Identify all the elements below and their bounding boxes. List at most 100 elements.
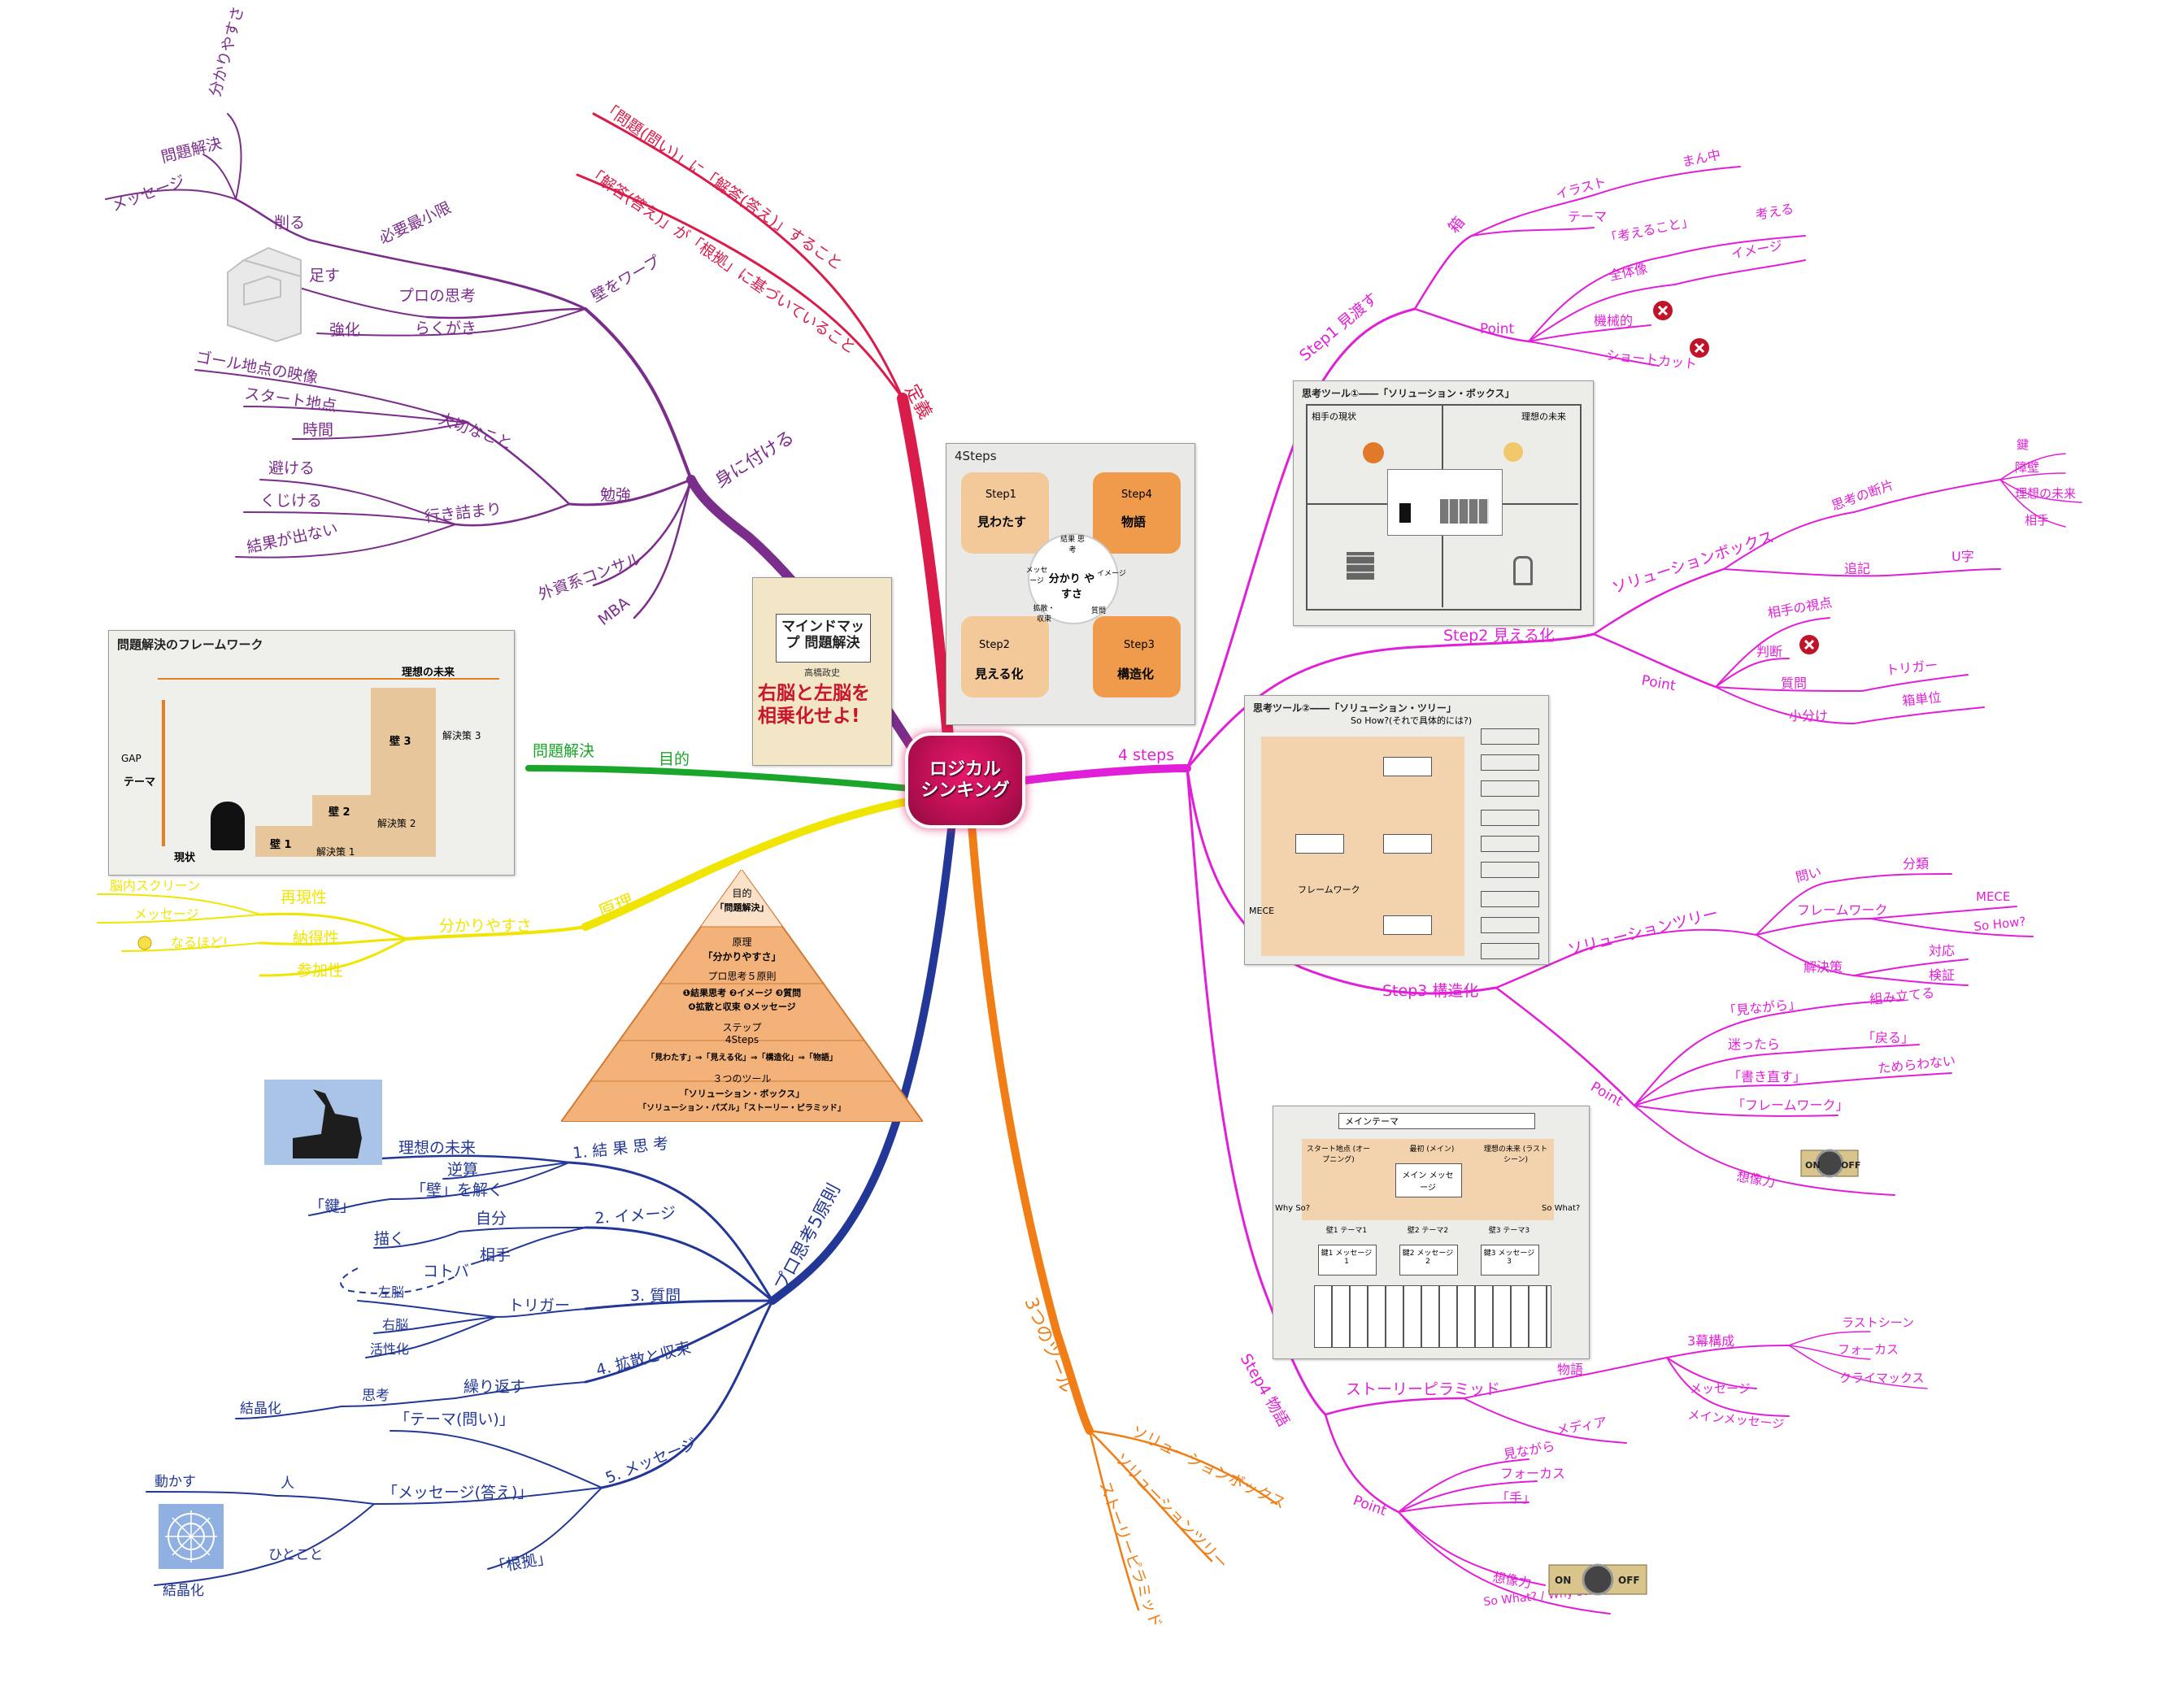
mba-label: MBA: [595, 593, 633, 628]
dashed-connector: [340, 1267, 456, 1294]
sakeru-label: 避ける: [268, 459, 315, 477]
step4-focus: フォーカス: [1838, 1342, 1899, 1357]
step4-p3: 「手」: [1496, 1490, 1535, 1506]
p3a-label: トリガー: [508, 1297, 570, 1315]
p4b-label: 思考: [362, 1388, 389, 1404]
ikizumari-label: 行き詰まり: [424, 500, 503, 526]
step4-media: メディア: [1555, 1414, 1608, 1438]
step4-3act: 3幕構成: [1687, 1333, 1734, 1349]
rakugaki-label: らくがき: [415, 319, 476, 337]
step1-box: 箱: [1445, 214, 1469, 237]
book-cover-image: マインドマップ 問題解決 高橋政史 右脳と左脳を相乗化せよ!: [752, 577, 892, 766]
p2a-label: 自分: [476, 1210, 507, 1228]
step3-p1a: 組み立てる: [1869, 985, 1935, 1007]
statue-icon: [264, 1080, 382, 1165]
step1-p3: 機械的: [1594, 313, 1633, 328]
step2-p3: 質問: [1781, 676, 1807, 691]
step4-story: 物語: [1557, 1362, 1583, 1377]
step3-sohow: So How?: [1973, 914, 2027, 934]
step2-wall: 障壁: [2015, 460, 2039, 475]
p2c-label: 描く: [374, 1230, 405, 1248]
step3-fw: フレームワーク: [1797, 902, 1888, 918]
step2-p3a: トリガー: [1885, 657, 1939, 678]
steps-label: 4 steps: [1118, 746, 1174, 764]
p5a-label: 「テーマ(問い)」: [394, 1410, 515, 1428]
acquire-label: 身に付ける: [711, 428, 798, 493]
branch-three-tools: [968, 821, 1278, 1611]
p3b-label: 左脳: [378, 1284, 404, 1300]
principle-l2: メッセージ: [134, 906, 199, 922]
p5e-label: ひとこと: [268, 1547, 324, 1563]
step3-label: Step3 構造化: [1382, 982, 1478, 1000]
step3-sol-b: 検証: [1929, 967, 1955, 983]
principle-sub: 分かりやすさ: [439, 917, 532, 935]
jikan-label: 時間: [302, 421, 333, 439]
step3-p2: 迷ったら: [1728, 1037, 1780, 1052]
step2-ideal: 理想の未来: [2015, 486, 2076, 501]
step1-p2: 全体像: [1608, 260, 1649, 284]
svg-text:OFF: OFF: [1841, 1160, 1860, 1171]
p2d-label: コトバ: [423, 1263, 469, 1280]
p3-label: 3. 質問: [630, 1287, 681, 1305]
p5b-label: 「メッセージ(答え)」: [382, 1484, 533, 1502]
step3-point: Point: [1588, 1079, 1626, 1110]
on-off-toggle-icon: ON OFF: [1548, 1563, 1647, 1596]
four-steps-image: 4Steps Step1 見わたす Step4 物語 Step2 見える化 St…: [946, 443, 1195, 725]
step2-p1: 相手の視点: [1766, 594, 1833, 621]
step2-box: ソリューションボックス: [1610, 528, 1777, 598]
definition-a: 「問題(問い)」に「解答(答え)」すること: [598, 98, 846, 273]
step2-append: 追記: [1844, 561, 1870, 576]
step2-point: Point: [1640, 672, 1677, 694]
start-label: スタート地点: [243, 385, 337, 415]
step3-p1: 「見ながら」: [1722, 996, 1801, 1019]
step3-p3: 「書き直す」: [1728, 1069, 1806, 1084]
step2-partner: 相手: [2025, 513, 2049, 528]
purpose-label: 目的: [659, 750, 690, 768]
book-title: マインドマップ 問題解決: [781, 619, 864, 651]
step4-climax: クライマックス: [1839, 1371, 1925, 1385]
goal-label: ゴール地点の映像: [194, 348, 320, 387]
step1-point: Point: [1480, 321, 1515, 337]
p4a-label: 繰り返す: [463, 1378, 525, 1396]
purpose-sub: 問題解決: [533, 742, 594, 760]
step4-message: メッセージ: [1690, 1381, 1751, 1396]
p1d-label: 「鍵」: [309, 1197, 355, 1215]
consul-label: 外資系コンサル: [536, 550, 644, 604]
step1-p1: 「考えること」: [1603, 213, 1695, 247]
step4-last: ラストシーン: [1842, 1315, 1914, 1330]
step3-p5: 想像力: [1735, 1168, 1777, 1190]
branch-principle: [97, 797, 915, 977]
lightbulb-icon: [137, 936, 152, 950]
step1-label: Step1 見渡す: [1296, 289, 1382, 365]
svg-text:ON: ON: [1555, 1575, 1571, 1586]
step3-sol-a: 対応: [1929, 943, 1955, 958]
on-off-toggle-icon: ON OFF: [1800, 1149, 1860, 1178]
p4-label: 4. 拡散と収束: [594, 1339, 693, 1380]
step1-p1a: 考える: [1754, 201, 1795, 223]
p5f-label: 結晶化: [163, 1583, 204, 1599]
tasu-label: 足す: [309, 267, 340, 285]
step3-qa: 分類: [1903, 856, 1929, 871]
pro-label: プロの思考: [398, 287, 476, 305]
message-label: メッセージ: [109, 172, 187, 215]
taisetsu-label: 大切なこと: [436, 410, 515, 453]
step1-center: まん中: [1681, 146, 1722, 170]
principle-l1: 脳内スクリーン: [110, 878, 200, 893]
step3-q: 問い: [1794, 864, 1823, 885]
branch-five-principles: [146, 825, 955, 1586]
kezuru-label: 削る: [274, 214, 305, 232]
principle-s3: 参加性: [297, 962, 343, 980]
step2-key: 鍵: [2017, 437, 2029, 452]
central-topic[interactable]: ロジカル シンキング: [908, 736, 1022, 825]
benkyou-label: 勉強: [600, 486, 631, 504]
p1b-label: 逆算: [447, 1161, 478, 1179]
p4c-label: 結晶化: [240, 1401, 281, 1417]
step2-p4a: 箱単位: [1901, 689, 1942, 709]
p2-label: 2. イメージ: [594, 1204, 677, 1228]
branch-purpose: [525, 765, 914, 792]
framework-image: 問題解決のフレームワーク 理想の未来 GAP テーマ 現状 壁 1 壁 2 壁 …: [108, 630, 515, 876]
p1a-label: 理想の未来: [398, 1139, 476, 1157]
spider-web-icon: [159, 1504, 224, 1569]
step3-sol: 解決策: [1804, 959, 1843, 975]
